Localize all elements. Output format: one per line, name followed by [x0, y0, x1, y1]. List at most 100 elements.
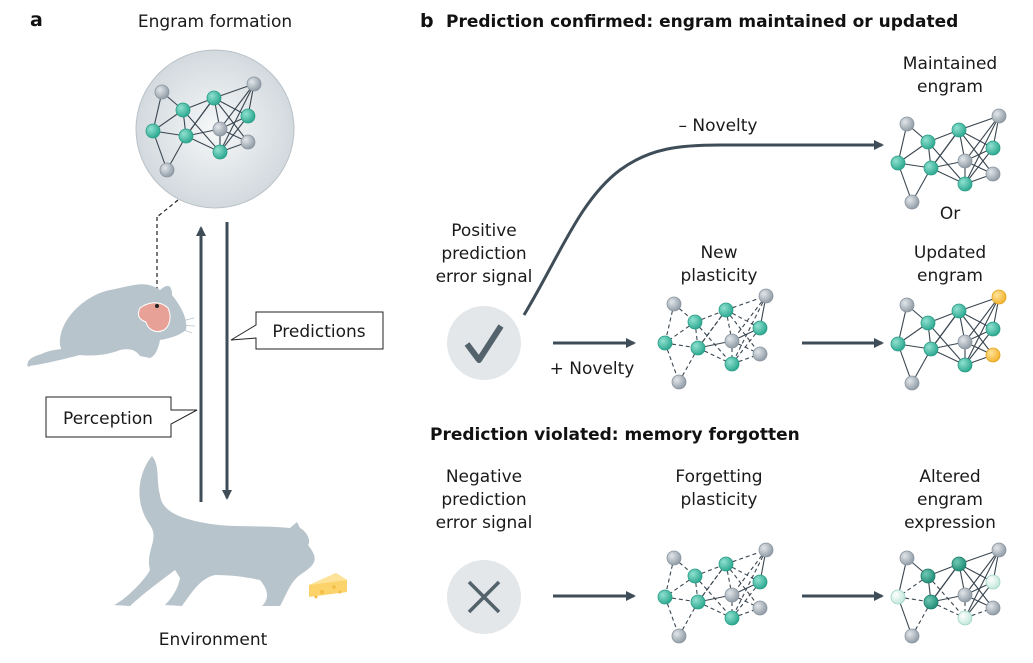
inactive-cell	[724, 333, 740, 349]
inactive-cell	[724, 587, 740, 603]
or-label: Or	[940, 204, 960, 224]
inactive-cell	[985, 600, 1001, 616]
synapse-edge	[731, 594, 761, 609]
inactive-cell	[154, 84, 170, 100]
engram-cell	[206, 90, 222, 106]
synapse-edge	[964, 296, 1000, 366]
engram-cell	[890, 155, 906, 171]
inactive-cell	[671, 628, 687, 644]
synapse-edge	[731, 295, 767, 365]
inactive-cell	[904, 628, 920, 644]
engram-cell	[752, 574, 768, 590]
new-engram-cell	[991, 289, 1007, 305]
perception-label: Perception	[63, 409, 153, 429]
checkmark-icon	[464, 324, 504, 363]
synapse-edge	[731, 295, 767, 342]
synapse-edge	[725, 563, 733, 596]
environment-label: Environment	[159, 630, 268, 650]
engram-cell	[690, 594, 706, 610]
synapse-edge	[930, 310, 960, 350]
engram-cell	[690, 340, 706, 356]
engram-cell	[724, 610, 740, 626]
new-engram-cell	[985, 347, 1001, 363]
forgetting-plasticity-line1: Forgetting	[675, 467, 762, 487]
altered-engram-network	[890, 542, 1007, 644]
synapse-edge	[694, 575, 733, 619]
synapse-edge	[930, 129, 960, 169]
engram-cell	[175, 102, 191, 118]
synapse-edge	[731, 549, 767, 596]
inactive-cell	[957, 334, 973, 350]
inactive-cell	[246, 76, 262, 92]
synapse-edge	[725, 309, 733, 342]
inactive-cell	[758, 288, 774, 304]
engram-cell	[923, 341, 939, 357]
mouse-silhouette	[26, 284, 196, 368]
synapse-edge	[213, 97, 249, 143]
engram-cell	[923, 160, 939, 176]
engram-cell	[178, 128, 194, 144]
synapse-edge	[725, 309, 761, 355]
synapse-edge	[964, 328, 994, 366]
predictions-label: Predictions	[272, 322, 365, 342]
synapse-edge	[964, 581, 994, 619]
synapse-edge	[185, 97, 215, 137]
forgetting-plasticity-network	[657, 542, 774, 644]
negative-signal-line1: Negative	[446, 467, 522, 487]
synapse-edge	[725, 563, 761, 609]
synapse-edge	[731, 581, 761, 619]
engram-formation-title: Engram formation	[138, 12, 292, 32]
inactive-cell	[212, 121, 228, 137]
engram-cell	[718, 302, 734, 318]
synapse-edge	[182, 109, 221, 153]
synapse-edge	[694, 563, 727, 577]
minus-novelty-arrow	[522, 140, 884, 316]
synapse-edge	[731, 549, 767, 619]
inactive-cell	[991, 542, 1007, 558]
inactive-cell	[752, 346, 768, 362]
updated-engram-line2: engram	[917, 266, 983, 286]
new-plasticity-line1: New	[700, 243, 737, 263]
cat-silhouette	[114, 456, 315, 606]
synapse-edge	[964, 296, 1000, 343]
panel-a-letter: a	[30, 9, 43, 31]
inactive-cell	[904, 375, 920, 391]
inactive-cell	[899, 116, 915, 132]
synapse-edge	[958, 563, 994, 609]
positive-signal-line1: Positive	[451, 221, 517, 241]
engram-cell	[724, 356, 740, 372]
synapse-edge	[927, 322, 966, 366]
synapse-edge	[927, 141, 966, 185]
negative-signal-line3: error signal	[436, 513, 533, 533]
forgetting-plasticity-line2: plasticity	[681, 490, 758, 510]
synapse-edge	[964, 115, 1000, 162]
new-plasticity-line2: plasticity	[681, 266, 758, 286]
engram-network-a	[145, 76, 262, 178]
engram-cell	[752, 320, 768, 336]
brain-region	[137, 302, 171, 333]
engram-cell	[718, 556, 734, 572]
engram-cell	[957, 176, 973, 192]
engram-cell	[145, 123, 161, 139]
synapse-edge	[964, 549, 1000, 596]
synapse-edge	[927, 575, 966, 619]
synapse-edge	[219, 83, 255, 153]
engram-cell	[657, 335, 673, 351]
cross-icon	[467, 580, 501, 614]
negative-signal-line2: prediction	[441, 490, 526, 510]
confirmed-heading: Prediction confirmed: engram maintained …	[446, 12, 958, 32]
engram-cell	[923, 594, 939, 610]
engram-cell	[240, 108, 256, 124]
violated-heading: Prediction violated: memory forgotten	[430, 425, 800, 445]
panel-b-letter: b	[420, 10, 434, 32]
updated-engram-line1: Updated	[914, 243, 986, 263]
maintained-engram-line2: engram	[917, 77, 983, 97]
synapse-edge	[694, 309, 727, 323]
altered-engram-line1: Altered	[919, 467, 980, 487]
inactive-cell	[904, 194, 920, 210]
inactive-cell	[758, 542, 774, 558]
engram-cell	[951, 556, 967, 572]
cheese-icon	[309, 573, 347, 599]
inactive-cell	[957, 587, 973, 603]
